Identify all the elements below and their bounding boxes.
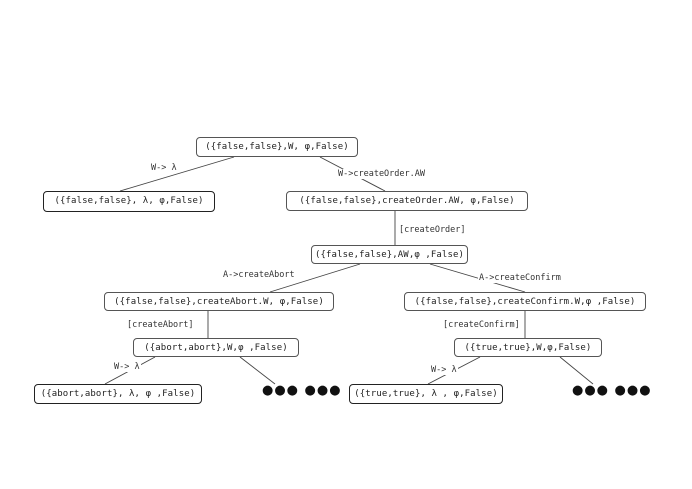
node-create-abort: ({false,false},createAbort.W, φ,False) (104, 292, 334, 311)
edge-mid2-confirm3 (429, 263, 526, 293)
node-abort-lambda: ({abort,abort}, λ, φ ,False) (34, 384, 202, 404)
edge-label-root-left: W-> λ (150, 163, 178, 173)
node-left-lambda: ({false,false}, λ, φ,False) (43, 191, 215, 212)
edge-mid2-abort3 (269, 263, 361, 293)
edge-label-create-confirm-rule: A->createConfirm (478, 273, 562, 283)
node-root: ({false,false},W, φ,False) (196, 137, 358, 157)
edge-root-left (119, 156, 235, 192)
node-true-lambda: ({true,true}, λ , φ,False) (349, 384, 503, 404)
ellipsis-confirm-branch: ●●● ●●● (572, 383, 652, 398)
edge-label-root-right: W->createOrder.AW (337, 169, 426, 179)
node-true-state: ({true,true},W,φ,False) (454, 338, 602, 357)
node-abort-state: ({abort,abort},W,φ ,False) (133, 338, 299, 357)
node-aw: ({false,false},AW,φ ,False) (311, 245, 468, 264)
edge-label-create-abort-rule: A->createAbort (222, 270, 296, 280)
node-create-order: ({false,false},createOrder.AW, φ,False) (286, 191, 528, 211)
edge-label-abort-lambda: W-> λ (113, 362, 141, 372)
ellipsis-abort-branch: ●●● ●●● (262, 383, 342, 398)
edge-label-create-abort: [createAbort] (126, 320, 195, 330)
edge-label-create-order: [createOrder] (398, 225, 467, 235)
edge-label-true-lambda: W-> λ (430, 365, 458, 375)
node-create-confirm: ({false,false},createConfirm.W,φ ,False) (404, 292, 646, 311)
edge-abort4-more (239, 356, 276, 385)
edge-confirm4-more (559, 356, 594, 385)
edge-label-create-confirm: [createConfirm] (442, 320, 521, 330)
